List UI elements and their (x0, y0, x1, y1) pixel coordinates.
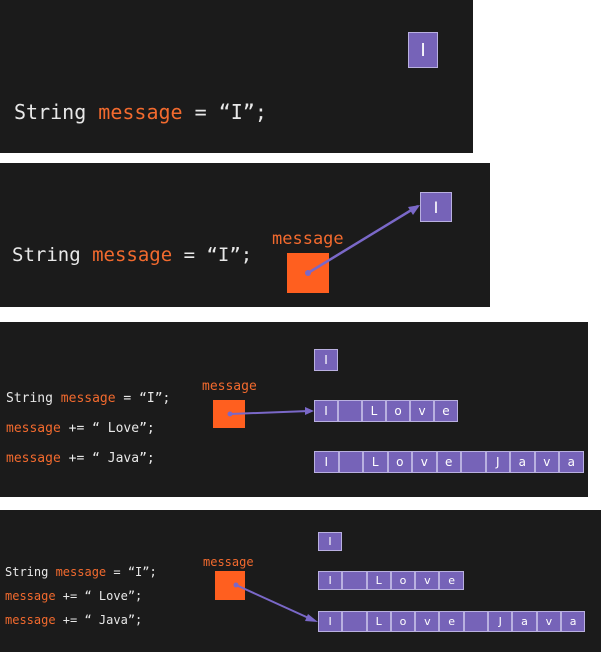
char-cell: I (314, 400, 338, 422)
char-cell: a (512, 611, 537, 632)
char-cell: v (415, 611, 440, 632)
char-cell: o (390, 571, 416, 590)
code-line-append-java: message += “ Java”; (5, 613, 143, 627)
char-cell (342, 571, 367, 590)
char-cell: I (318, 571, 343, 590)
char-cell: o (390, 611, 416, 632)
char-cell: e (434, 400, 458, 422)
char-cell: o (386, 400, 410, 422)
string-object-i: I (318, 532, 342, 551)
code-line-declaration: String message = “I”; (14, 100, 267, 124)
char-cell (342, 611, 367, 632)
panel-step-1: String message = “I”; I (0, 0, 473, 153)
char-cell: J (485, 451, 510, 473)
char-cell: v (415, 571, 440, 590)
char-cell (338, 451, 363, 473)
char-cell (461, 451, 486, 473)
char-cell: v (534, 451, 559, 473)
char-cell: v (536, 611, 561, 632)
string-object-i: I (420, 192, 452, 222)
char-cell: L (366, 611, 391, 632)
char-cell: J (488, 611, 513, 632)
char-cell: e (436, 451, 461, 473)
char-cell: I (318, 532, 342, 551)
char-cell: I (420, 192, 452, 222)
reference-label: message (202, 379, 257, 394)
char-cell: e (439, 611, 464, 632)
string-object-i: I (314, 349, 338, 371)
char-cell: a (510, 451, 535, 473)
code-line-declaration: String message = “I”; (6, 391, 171, 406)
code-line-append-love: message += “ Love”; (5, 589, 143, 603)
reference-label: message (272, 229, 344, 249)
char-cell: o (387, 451, 412, 473)
reference-arrow (305, 204, 420, 276)
panel-step-2: String message = “I”; message I (0, 163, 490, 307)
panel-step-3: String message = “I”; message += “ Love”… (0, 322, 588, 497)
char-cell (463, 611, 489, 632)
reference-arrow (233, 582, 318, 622)
string-object-i: I (408, 32, 438, 68)
char-cell: v (412, 451, 437, 473)
char-cell: L (363, 451, 388, 473)
char-cell: I (314, 349, 338, 371)
code-line-declaration: String message = “I”; (5, 565, 157, 579)
reference-arrow (227, 407, 314, 417)
reference-label: message (203, 555, 254, 569)
code-line-declaration: String message = “I”; (12, 244, 253, 266)
code-line-append-java: message += “ Java”; (6, 451, 155, 466)
panel-step-4: String message = “I”; message += “ Love”… (0, 510, 601, 652)
char-cell: e (439, 571, 464, 590)
char-cell: I (318, 611, 343, 632)
char-cell: L (362, 400, 386, 422)
char-cell: I (314, 451, 339, 473)
char-cell: a (559, 451, 584, 473)
char-cell (338, 400, 362, 422)
reference-variable-box (215, 571, 245, 600)
code-line-append-love: message += “ Love”; (6, 421, 155, 436)
char-cell: v (410, 400, 434, 422)
char-cell: a (560, 611, 586, 632)
char-cell: I (408, 32, 438, 68)
char-cell: L (366, 571, 391, 590)
